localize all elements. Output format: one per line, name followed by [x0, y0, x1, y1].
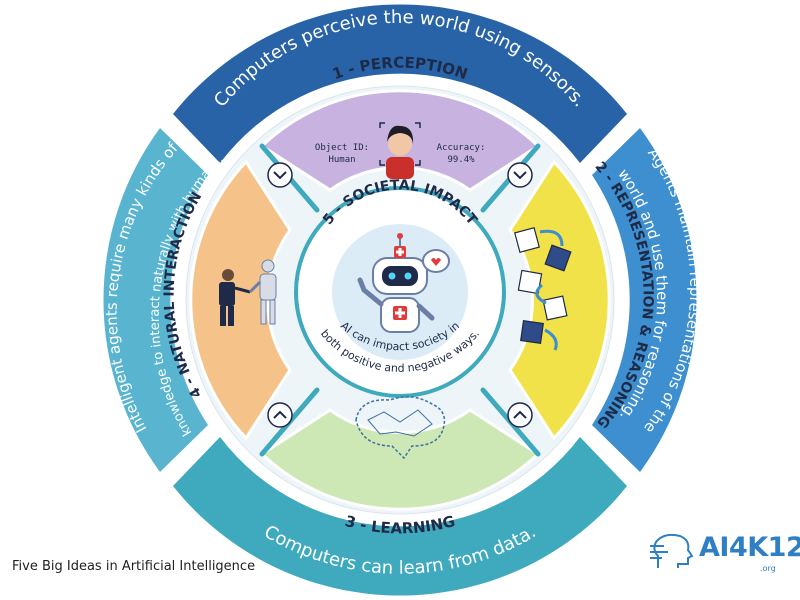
object-id-label: Object ID: — [315, 143, 369, 153]
perception-band — [173, 4, 627, 164]
logo-sub: .org — [760, 564, 776, 573]
ai4k12-logo: AI4K12 .org — [648, 530, 800, 580]
figure-caption: Five Big Ideas in Artificial Intelligenc… — [12, 559, 256, 574]
accuracy-value: 99.4% — [447, 155, 475, 165]
cubes-illustration — [514, 227, 572, 351]
learning-band — [173, 437, 627, 596]
interaction-band — [103, 128, 208, 472]
object-id-value: Human — [328, 155, 355, 165]
learning-tile — [259, 408, 541, 511]
chevron-icon — [267, 162, 533, 428]
brain-network-illustration — [355, 396, 446, 460]
outer-ring — [103, 4, 697, 596]
handshake-illustration — [219, 259, 277, 326]
interaction-tile — [189, 159, 292, 441]
perception-face-illustration — [379, 122, 421, 179]
chevron-arrow-icons — [273, 171, 527, 419]
accuracy-label: Accuracy: — [437, 143, 486, 153]
robot-illustration — [357, 233, 450, 333]
logo-head-icon — [650, 533, 694, 568]
logo-text: AI4K12 — [699, 532, 800, 563]
representation-band — [592, 128, 697, 472]
